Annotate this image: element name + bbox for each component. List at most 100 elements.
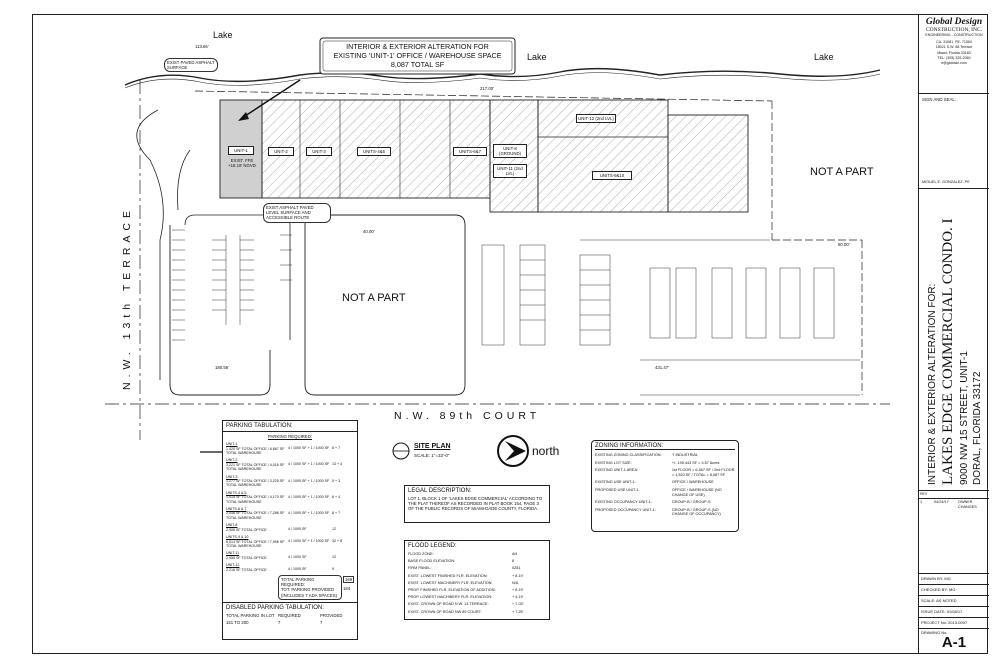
exist-paved-note: EXIST PAVED ASPHALT SURFACE — [164, 58, 218, 73]
street-label-bottom: N.W. 89th COURT — [394, 410, 541, 422]
revision-section: REV 1 04/24/17 OWNER CHANGES — [919, 491, 989, 574]
issue-date: ISSUE DATE: 01/08/17 — [919, 607, 989, 618]
parking-row-ratio: 4 / 1000 SF — [288, 567, 307, 572]
flood-row-value: + 7.25' — [512, 609, 524, 614]
flood-row-label: PROP. LOWEST MACHINERY FLR. ELEVATION: — [408, 595, 493, 600]
flood-row-value: N/A — [512, 580, 519, 585]
parking-required-header: PARKING REQUIRED: — [267, 434, 313, 439]
parking-row-unit: UNITS-9 & 10 — [226, 535, 249, 540]
flood-row-value: + 8.19' — [512, 573, 524, 578]
checked-by: CHECKED BY: MG — [919, 585, 989, 596]
legal-description: LEGAL DESCRIPTION: LOT 1, BLOCK 1 OF 'LA… — [404, 485, 550, 523]
parking-row-unit: UNIT-3 — [226, 474, 238, 479]
parking-row-unit: UNIT-12 — [226, 563, 240, 568]
units-4-5-label: UNITS-4&5 — [357, 147, 391, 157]
legal-line3: OF THE PUBLIC RECORDS OF MIAMI-DADE COUN… — [408, 506, 539, 512]
parking-row-unit: UNIT-2 — [226, 458, 238, 463]
dim-lot: 40.00' — [363, 229, 375, 234]
zoning-row-label: EXISTING OCCUPANCY UNIT-1: — [595, 500, 652, 505]
project-title-section: INTERIOR & EXTERIOR ALTERATION FOR: LAKE… — [919, 189, 989, 491]
firm-addr3: Miami, Florida 33183 — [937, 50, 971, 55]
unit-2-label: UNIT-2 — [268, 147, 294, 157]
parking-row-area-text: 2,955 SF TOTAL OFFICE — [226, 555, 267, 560]
legal-line1: LOT 1, BLOCK 1 OF 'LAKES EDGE COMMERCIAL… — [408, 496, 543, 501]
parking-row-unit: UNIT-1 — [226, 442, 238, 447]
disabled-tabulation: DISABLED PARKING TABULATION: TOTAL PARKI… — [223, 602, 357, 627]
firm-name: CONSTRUCTION, INC. — [925, 27, 983, 33]
plan-header-line2: EXISTING 'UNIT-1' OFFICE / WAREHOUSE SPA… — [333, 51, 502, 60]
scale: SCALE: AS NOTED — [919, 596, 989, 607]
site-plan-scale: SCALE: 1"=32'-0" — [414, 453, 450, 458]
parking-tabulation: PARKING TABULATION: PARKING REQUIRED: UN… — [222, 420, 358, 640]
zoning-row-value: 1st FLOOR = 6,567 SF / 2nd FLOOR = 1,520… — [671, 468, 735, 477]
zoning-information: ZONING INFORMATION: EXISTING ZONING CLAS… — [591, 440, 739, 532]
parking-totals: TOTAL PARKING REQUIRED: TOT. PARKING PRO… — [278, 575, 342, 600]
seal-section: SIGN AND SEAL: MIGUEL E. GONZALEZ, PE — [919, 94, 989, 189]
flood-row-label: EXIST. CROWN OF ROAD NW 89 COURT: — [408, 609, 482, 614]
parking-row-area-text: 1,415 SF TOTAL OFFICE / 4,170 SF TOTAL W… — [226, 495, 285, 504]
parking-row-area-text: 8,013 SF TOTAL OFFICE / 7,996 SF TOTAL W… — [226, 539, 285, 548]
lake-label-left: Lake — [213, 30, 233, 40]
plan-header: INTERIOR & EXTERIOR ALTERATION FOR EXIST… — [326, 42, 509, 69]
parking-row-area-text: 1,420 SF TOTAL OFFICE / 6,667 SF TOTAL W… — [226, 446, 285, 456]
dim-top: 217.00' — [480, 86, 494, 91]
parking-row-area-text: 2,906 SF TOTAL OFFICE — [226, 527, 267, 532]
zoning-row-label: EXISTING UNIT-1 AREA: — [595, 468, 639, 473]
zoning-row-value: 'I' INDUSTRIAL — [671, 453, 699, 457]
parking-stalls-middle — [481, 244, 611, 346]
parking-row-ratio: 4 / 1000 SF + 1 / 1000 SF — [288, 511, 330, 516]
flood-row: PROP. LOWEST MACHINERY FLR. ELEVATION:+ … — [408, 594, 546, 601]
zoning-row: EXISTING USE UNIT-1:OFFICE / WAREHOUSE — [595, 480, 735, 485]
units-9-10-label: UNITS-9&10 — [592, 171, 632, 181]
plan-header-line3: 8,087 TOTAL SF — [390, 60, 445, 69]
unit-1-note: EXIST. FFE +18.19' NGVD — [228, 158, 256, 169]
firm-addr2: 18021 S.W. 88 Terrace — [935, 45, 973, 50]
zoning-row: PROPOSED OCCUPANCY UNIT-1:GROUP-B / GROU… — [595, 508, 735, 517]
zoning-row-label: EXISTING LOT SIZE: — [595, 460, 632, 465]
disabled-col-total: TOTAL PARKING IN LOT — [226, 613, 275, 618]
parking-row-required: 6 + 4 — [332, 494, 341, 499]
parking-row-required: 5 + 3 — [332, 478, 341, 483]
zoning-row: EXISTING ZONING CLASSIFICATION:'I' INDUS… — [595, 453, 735, 458]
firm-addr5: e@globalci.com — [941, 61, 967, 66]
disabled-required: 7 — [278, 620, 281, 626]
firm-addr4: TEL: (305) 325-2060 — [937, 55, 971, 60]
flood-row: PROP. FINISHED FLR. ELEVATION OF ADDITIO… — [408, 587, 546, 594]
building-units-9-10-east — [667, 114, 749, 213]
flood-row-value: 0281 — [512, 566, 521, 571]
zoning-row: EXISTING UNIT-1 AREA: 1st FLOOR = 6,567 S… — [595, 468, 735, 477]
parking-row-unit: UNIT-11 — [226, 551, 240, 556]
zoning-title: ZONING INFORMATION: — [595, 443, 735, 450]
zoning-row-label: EXISTING USE UNIT-1: — [595, 480, 636, 485]
parking-row-ratio: 4 / 1000 SF + 1 / 1000 SF — [288, 494, 330, 499]
rev-date: 04/24/17 — [934, 500, 949, 505]
rev-col-label: REV — [920, 492, 928, 496]
flood-row-label: PROP. FINISHED FLR. ELEVATION OF ADDITIO… — [408, 588, 496, 593]
site-plan-title: SITE PLAN — [414, 443, 451, 450]
parking-row-area-text: 1,277 SF TOTAL OFFICE / 3,225 SF TOTAL W… — [226, 479, 285, 488]
flood-row-label: FIRM PANEL: — [408, 566, 432, 571]
disabled-range: 151 TO 200 — [226, 620, 249, 626]
not-a-part-center: NOT A PART — [342, 292, 406, 304]
zoning-row-value: GROUP-B / GROUP-S — [671, 500, 711, 505]
dim-top-left: 113.66' — [195, 44, 209, 49]
parking-row-unit: UNITS-4 & 5 — [226, 490, 247, 495]
flood-row: FLOOD ZONE:AH — [408, 551, 546, 558]
flood-row-label: BASE FLOOD ELEVATION: — [408, 559, 456, 564]
parking-stalls-left — [172, 229, 185, 341]
zoning-row-value: +/- 195,443 SF = 4.57 Acres — [671, 460, 720, 465]
project-line1: INTERIOR & EXTERIOR ALTERATION FOR: — [927, 283, 938, 485]
